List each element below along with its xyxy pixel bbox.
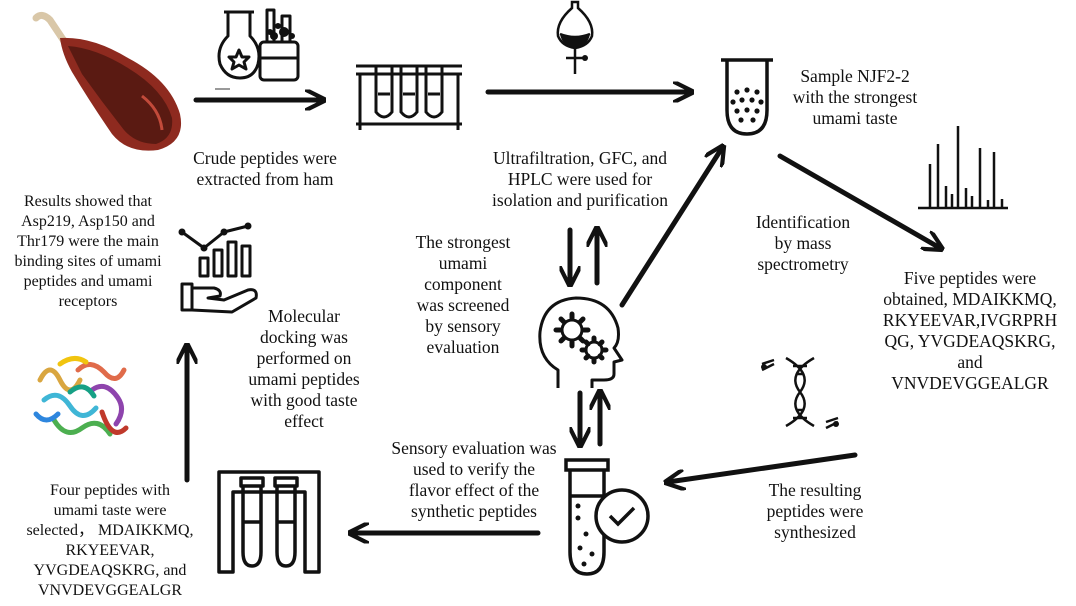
chemistry-flasks-icon [217, 8, 300, 82]
mass-spectrum-icon [918, 126, 1008, 210]
crude-peptides-label: Crude peptides were extracted from ham [193, 148, 337, 189]
five-peptides-label: Five peptides were obtained, MDAIKKMQ, R… [882, 268, 1058, 393]
sensory-verify-label: Sensory evaluation was used to verify th… [391, 438, 557, 521]
synthesized-label: The resulting peptides were synthesized [766, 480, 864, 542]
docking-label: Molecular docking was performed on umami… [248, 306, 360, 431]
dna-scissors-icon [761, 356, 839, 430]
lab-tubes-icon [217, 470, 321, 574]
arrow-head-to-sample [619, 148, 722, 308]
sample-label: Sample NJF2-2 with the strongest umami t… [792, 66, 918, 128]
separatory-funnel-icon [556, 0, 594, 74]
arrow-synth-to-check [668, 452, 858, 482]
results-label: Results showed that Asp219, Asp150 and T… [14, 193, 162, 310]
protein-structure-image [33, 356, 129, 437]
four-peptides-label: Four peptides with umami taste were sele… [26, 482, 194, 599]
test-tube-check-icon [564, 458, 650, 576]
ham-image [32, 11, 182, 151]
arrow-sample-to-peptides [777, 153, 940, 248]
identification-label: Identification by mass spectrometry [755, 212, 851, 274]
hand-chart-icon [178, 222, 258, 314]
purification-label: Ultrafiltration, GFC, and HPLC were used… [492, 148, 668, 210]
head-gears-icon [538, 296, 624, 388]
sample-tube-icon [721, 58, 773, 136]
strongest-component-label: The strongest umami component was screen… [415, 232, 511, 357]
test-tube-rack-icon [356, 64, 462, 130]
